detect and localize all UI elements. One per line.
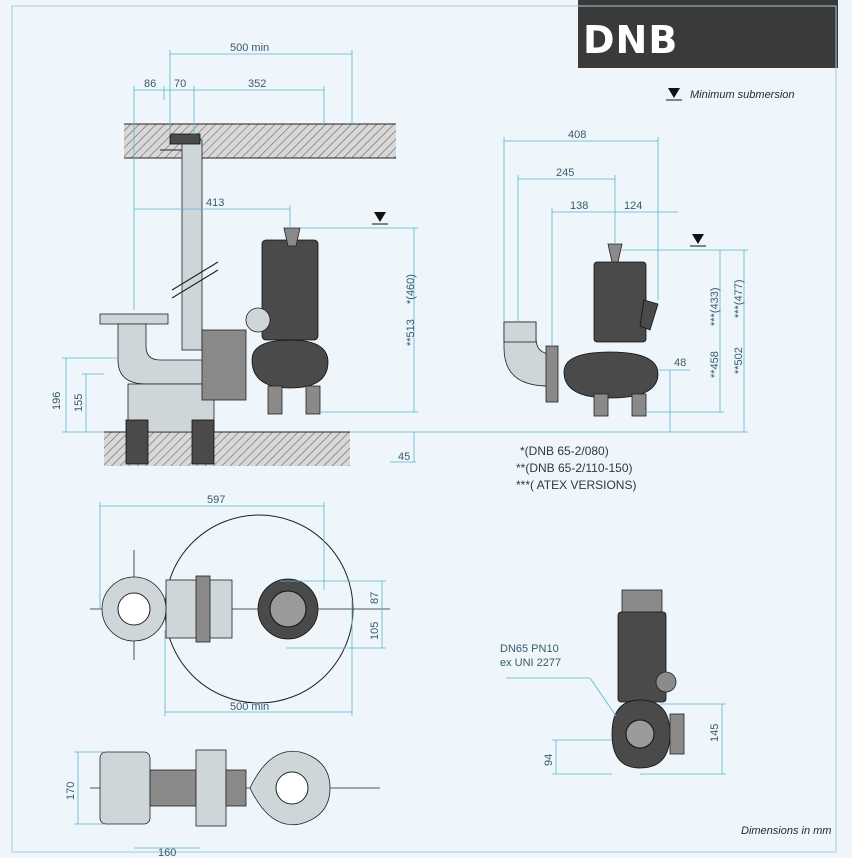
upper-bracket [169, 133, 201, 145]
front-dimensions: DN65 PN10 ex UNI 2277 145 94 [500, 643, 726, 775]
note-dnb-080: *(DNB 65-2/080) [520, 444, 609, 458]
min-submersion-legend-label: Minimum submersion [690, 89, 795, 101]
note-dnb-110-150: **(DNB 65-2/110-150) [516, 461, 633, 475]
pump-foot-left [267, 385, 283, 415]
dim-70: 70 [174, 78, 186, 90]
dim-513: **513 [405, 319, 417, 346]
dim-155: 155 [73, 394, 85, 412]
pump-volute [251, 339, 329, 389]
base-dimensions: 170 160 [65, 751, 200, 858]
dim-170: 170 [65, 782, 77, 800]
anchor-bolt-right [191, 419, 215, 465]
cable-gland-front [655, 671, 677, 693]
dim-124: 124 [624, 200, 642, 212]
handle-front [621, 589, 663, 615]
handle [607, 243, 623, 263]
dim-48: 48 [674, 357, 686, 369]
outlet-front [669, 713, 685, 755]
pump-foot-right [305, 385, 321, 415]
flange-top [99, 751, 151, 825]
dim-458: **458 [709, 351, 721, 378]
pump-side-dimensions: 408 245 138 124 48 **458 ***(433) **502 … [503, 129, 748, 432]
dim-413: 413 [206, 197, 224, 209]
dim-352: 352 [248, 78, 266, 90]
dim-500-min-bottom: 500 min [230, 701, 269, 713]
coupling-top [225, 769, 247, 807]
base-top-view [90, 749, 380, 827]
sheet-frame [11, 5, 837, 853]
dim-597: 597 [207, 494, 225, 506]
dim-196: 196 [51, 392, 63, 410]
flange-spec-line1: DN65 PN10 [500, 643, 559, 655]
cable-entry [639, 299, 659, 331]
installation-plan-view [90, 514, 390, 704]
motor-housing [593, 261, 647, 343]
connector-top [149, 769, 197, 807]
pump-front-view [611, 589, 685, 769]
dim-86: 86 [144, 78, 156, 90]
corrugated-hose [503, 321, 537, 343]
min-submersion-marker-left [374, 212, 386, 222]
dim-408: 408 [568, 129, 586, 141]
pump-side-view [503, 243, 659, 417]
cable-gland [245, 307, 271, 333]
min-submersion-legend-symbol [668, 88, 680, 98]
plan-dimensions: 597 500 min 87 105 [99, 494, 386, 716]
dim-477: ***(477) [733, 279, 745, 318]
coupling-claw [201, 329, 247, 401]
installation-side-view [99, 123, 396, 466]
outlet-flange [545, 345, 559, 403]
dim-500-min-top: 500 min [230, 42, 269, 54]
lifting-handle [283, 227, 301, 247]
volute-casing [563, 351, 659, 399]
note-atex: ***( ATEX VERSIONS) [516, 478, 636, 492]
dim-94: 94 [543, 754, 555, 766]
rail-plate-top [195, 749, 227, 827]
dim-145: 145 [709, 724, 721, 742]
dim-45: 45 [398, 451, 410, 463]
dim-433: ***(433) [709, 287, 721, 326]
dim-460: *(460) [405, 274, 417, 304]
dim-87: 87 [369, 592, 381, 604]
installation-dimensions: 500 min 86 70 352 413 **513 *(460) [51, 42, 748, 463]
ceiling-slab [124, 124, 396, 158]
foot-left [593, 393, 609, 417]
flange-spec-line2: ex UNI 2277 [500, 657, 561, 669]
title-banner [578, 0, 838, 68]
dim-160: 160 [158, 847, 176, 858]
units-note: Dimensions in mm [741, 825, 831, 837]
dim-105: 105 [369, 622, 381, 640]
dim-138: 138 [570, 200, 588, 212]
dim-245: 245 [556, 167, 574, 179]
page-title: DNB [583, 18, 679, 62]
anchor-bolt-left [125, 419, 149, 465]
dim-502: **502 [733, 347, 745, 374]
min-submersion-marker-right [692, 234, 704, 244]
foot-right [631, 393, 647, 417]
guide-pipe [181, 139, 203, 351]
pump-motor [261, 239, 319, 341]
rail-block-plan [195, 575, 211, 643]
discharge-flange [99, 313, 169, 325]
